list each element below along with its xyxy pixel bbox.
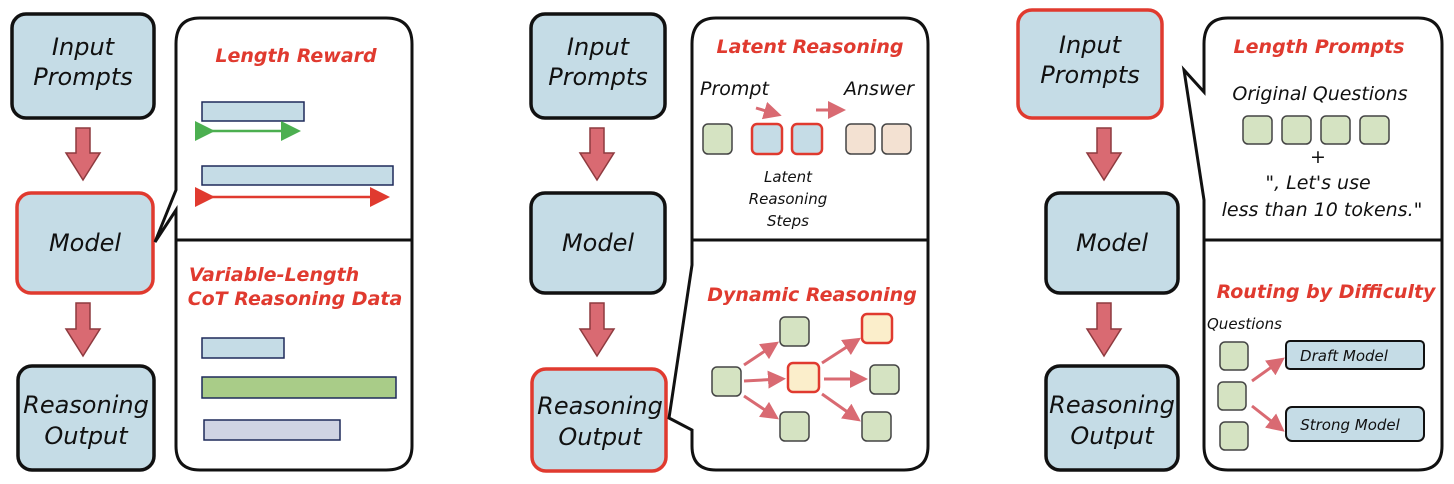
latent-caption-2: Reasoning	[749, 190, 828, 208]
graph-node	[779, 316, 810, 347]
input-prompts-box	[10, 12, 156, 120]
reasoning-output-label-2: Output	[44, 422, 129, 450]
input-prompts-label-2: Prompts	[33, 63, 133, 91]
reasoning-output-box	[16, 364, 156, 472]
panel-length-reward: Input Prompts Model Reasoning Output Len…	[10, 12, 414, 472]
latent-caption-1: Latent	[764, 168, 813, 186]
answer-token	[845, 123, 876, 155]
length-prompts-title: Length Prompts	[1234, 36, 1405, 58]
question-token	[1219, 421, 1249, 451]
question-token	[1242, 115, 1273, 145]
model-label: Model	[1076, 229, 1148, 257]
answer-label: Answer	[842, 78, 915, 100]
routing-title: Routing by Difficulty	[1217, 281, 1437, 303]
reasoning-output-label-2: Output	[1070, 422, 1155, 450]
draft-model-box	[1285, 340, 1425, 370]
long-bar	[201, 165, 394, 186]
flow-arrow-icon	[578, 127, 616, 182]
graph-node-selected	[860, 312, 894, 345]
flow-arrow-icon	[578, 302, 616, 358]
variable-length-title-1: Variable-Length	[189, 264, 359, 286]
data-bar-lavender	[203, 419, 341, 441]
route-arrow-draft	[1251, 357, 1285, 383]
latent-token	[790, 122, 824, 156]
latent-caption-3: Steps	[767, 212, 809, 230]
model-box	[1044, 191, 1180, 295]
graph-node	[869, 364, 900, 395]
model-label: Model	[49, 229, 121, 257]
question-token	[1281, 115, 1312, 145]
short-bar	[201, 101, 305, 122]
question-token	[1359, 115, 1390, 145]
graph-node	[779, 411, 810, 442]
flow-arrow-icon	[64, 302, 102, 358]
reasoning-output-label-1: Reasoning	[1049, 391, 1175, 419]
panel-latent-dynamic: Input Prompts Model Reasoning Output Lat…	[529, 12, 930, 473]
dynamic-reasoning-title: Dynamic Reasoning	[707, 284, 917, 306]
reasoning-output-label-2: Output	[558, 423, 643, 451]
prompt-suffix-1: ", Let's use	[1265, 172, 1370, 194]
graph-node-selected	[786, 361, 821, 394]
latent-reasoning-title: Latent Reasoning	[716, 36, 903, 58]
input-prompts-box	[529, 12, 667, 120]
plus-sign: +	[1310, 146, 1326, 168]
model-label: Model	[562, 229, 634, 257]
input-prompts-label-2: Prompts	[548, 63, 648, 91]
length-reward-title: Length Reward	[215, 45, 377, 67]
flow-arrow-icon	[1085, 127, 1123, 182]
input-prompts-label-1: Input	[567, 33, 631, 61]
route-arrow-strong	[1251, 404, 1285, 432]
input-prompts-box	[1016, 8, 1164, 120]
latent-token	[750, 122, 784, 156]
original-questions-label: Original Questions	[1232, 83, 1407, 105]
strong-model-box	[1285, 406, 1425, 442]
model-box	[15, 191, 155, 295]
input-prompts-label-2: Prompts	[1040, 61, 1140, 89]
data-bar-blue	[201, 337, 285, 359]
question-token	[1219, 341, 1249, 371]
prompt-arrow	[755, 101, 782, 120]
answer-token	[881, 123, 912, 155]
reasoning-output-box	[1044, 364, 1180, 472]
question-token	[1217, 381, 1247, 411]
strong-model-label: Strong Model	[1300, 416, 1400, 434]
flow-arrow-icon	[1085, 302, 1123, 358]
variable-length-title-2: CoT Reasoning Data	[188, 288, 403, 310]
graph-node	[711, 366, 742, 397]
draft-model-label: Draft Model	[1300, 347, 1389, 365]
callout-bubble	[153, 16, 414, 472]
panel-prompts-routing: Input Prompts Model Reasoning Output Len…	[1016, 8, 1444, 472]
questions-label: Questions	[1207, 315, 1282, 333]
graph-edges	[743, 337, 868, 422]
graph-node	[861, 411, 892, 442]
reasoning-output-label-1: Reasoning	[537, 392, 663, 420]
data-bar-green	[201, 376, 397, 399]
reasoning-output-box	[530, 367, 668, 473]
prompt-token	[702, 123, 733, 155]
model-box	[529, 191, 667, 295]
prompt-suffix-2: less than 10 tokens."	[1222, 199, 1423, 221]
input-prompts-label-1: Input	[1059, 31, 1123, 59]
prompt-label: Prompt	[700, 78, 770, 100]
flow-arrow-icon	[64, 127, 102, 182]
input-prompts-label-1: Input	[52, 33, 116, 61]
reasoning-output-label-1: Reasoning	[23, 391, 149, 419]
question-token	[1320, 115, 1351, 145]
